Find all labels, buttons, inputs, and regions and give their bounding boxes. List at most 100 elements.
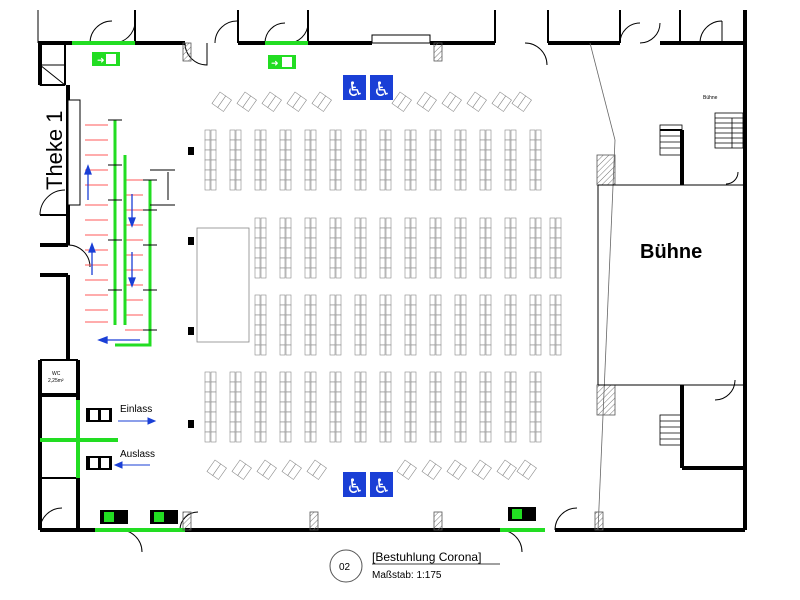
seat-row (254, 294, 267, 356)
seat-row (479, 371, 492, 443)
seat-row (379, 294, 392, 356)
seat-row (254, 217, 267, 279)
caption-title: [Bestuhlung Corona] (372, 550, 481, 564)
angled-chair (206, 459, 227, 480)
seat-row (279, 129, 292, 191)
seat-row (354, 294, 367, 356)
angled-chair (516, 459, 537, 480)
stage: Bühne Bühne (589, 42, 747, 531)
angled-chair (281, 459, 302, 480)
wheelchair-icon: ♿ (370, 75, 393, 101)
seat-row (204, 371, 217, 443)
seat-row (354, 129, 367, 191)
seat-row (429, 371, 442, 443)
seat-row (404, 129, 417, 191)
wall-markers (188, 147, 194, 428)
svg-text:♿: ♿ (346, 77, 364, 101)
seat-row (329, 294, 342, 356)
seat-row (279, 217, 292, 279)
seat-row (529, 294, 542, 356)
seat-row (304, 129, 317, 191)
exit-label: Auslass (120, 449, 155, 460)
seat-row (304, 217, 317, 279)
seat-row (354, 371, 367, 443)
seat-row (379, 371, 392, 443)
seat-row (304, 294, 317, 356)
seat-row (479, 217, 492, 279)
seat-row (279, 371, 292, 443)
seat-row (429, 129, 442, 191)
arrow-icon (84, 164, 140, 344)
seat-row (204, 129, 217, 191)
seat-row (329, 129, 342, 191)
caption: 02 [Bestuhlung Corona] Maßstab: 1:175 (329, 549, 500, 583)
seat-row (454, 294, 467, 356)
seat-row (529, 217, 542, 279)
angled-chair (306, 459, 327, 480)
wc-label: WC (52, 371, 61, 377)
svg-text:♿: ♿ (373, 474, 391, 498)
seat-row (429, 294, 442, 356)
angled-chair (256, 459, 277, 480)
seating (204, 91, 562, 480)
svg-text:♿: ♿ (373, 77, 391, 101)
seat-row (354, 217, 367, 279)
stage-label: Bühne (640, 241, 702, 263)
seat-row (329, 371, 342, 443)
wheelchair-places: ♿ ♿ ♿ ♿ (343, 75, 393, 498)
angled-chair (491, 91, 512, 112)
angled-chair (286, 91, 307, 112)
angled-chair (261, 91, 282, 112)
stage-small-label: Bühne (703, 95, 718, 101)
seat-row (379, 217, 392, 279)
seat-row (454, 371, 467, 443)
seat-row (429, 217, 442, 279)
wheelchair-icon: ♿ (370, 472, 393, 498)
angled-chair (511, 91, 532, 112)
emergency-exits (40, 41, 545, 532)
seat-row (329, 217, 342, 279)
entry-label: Einlass (120, 404, 152, 415)
wc-area: 2,25m² (48, 378, 64, 384)
svg-text:➜: ➜ (271, 58, 279, 68)
queue-area (84, 119, 175, 347)
angled-chair (396, 459, 417, 480)
wheelchair-icon: ♿ (343, 472, 366, 498)
seat-row (504, 217, 517, 279)
angled-chair (231, 459, 252, 480)
caption-number: 02 (339, 562, 351, 573)
seat-row (229, 129, 242, 191)
seat-row (504, 129, 517, 191)
angled-chair (421, 459, 442, 480)
angled-chair (416, 91, 437, 112)
seat-row (549, 294, 562, 356)
seat-row (479, 129, 492, 191)
angled-chair (466, 91, 487, 112)
emergency-exit-sign-icon: ➜ ➜ (92, 52, 536, 524)
seat-row (304, 371, 317, 443)
counter-label: Theke 1 (42, 111, 67, 191)
seat-row (379, 129, 392, 191)
seat-row (254, 371, 267, 443)
seat-row (229, 371, 242, 443)
control-desk (196, 227, 250, 343)
seat-row (454, 217, 467, 279)
angled-chair (236, 91, 257, 112)
wc-room: WC 2,25m² (48, 371, 64, 384)
seat-row (504, 371, 517, 443)
angled-chair (471, 459, 492, 480)
seat-row (549, 217, 562, 279)
angled-chair (311, 91, 332, 112)
angled-chair (391, 91, 412, 112)
seat-row (454, 129, 467, 191)
angled-chair (211, 91, 232, 112)
wheelchair-icon: ♿ (343, 75, 366, 101)
seat-row (254, 129, 267, 191)
svg-text:➜: ➜ (97, 55, 105, 65)
entry-exit: Einlass Auslass (86, 404, 157, 470)
seat-row (479, 294, 492, 356)
angled-chair (441, 91, 462, 112)
closet (39, 64, 66, 86)
angled-chair (446, 459, 467, 480)
